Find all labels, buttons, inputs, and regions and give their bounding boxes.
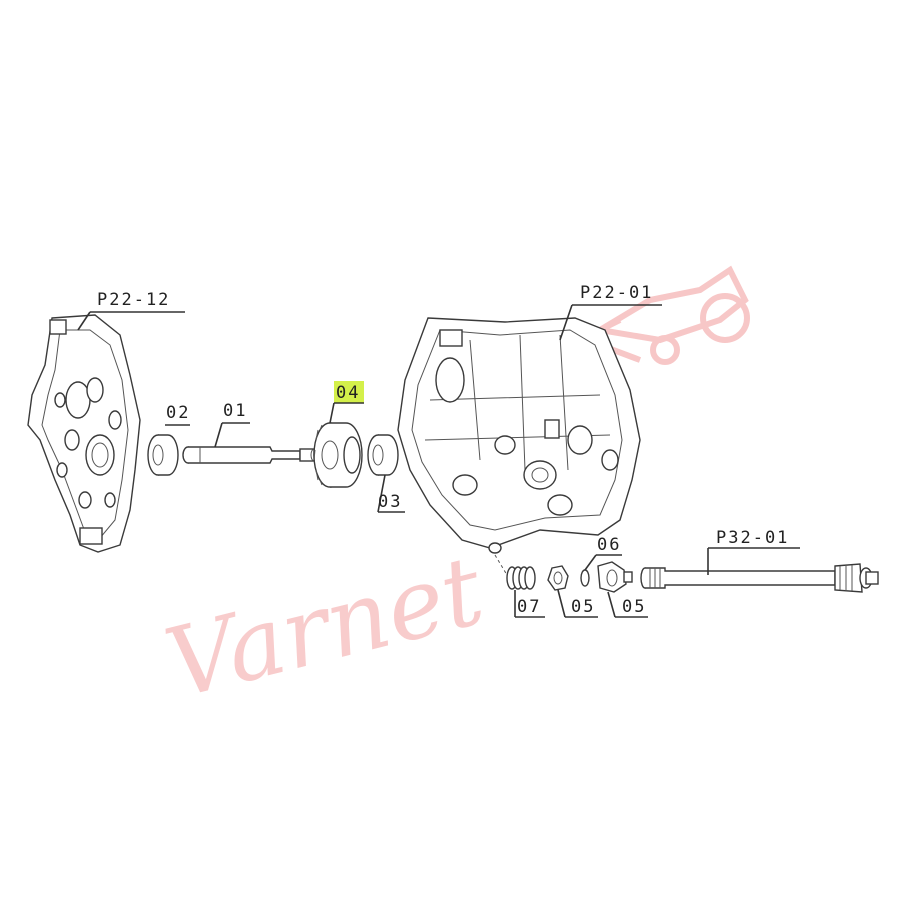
label-01[interactable]: 01 bbox=[223, 401, 247, 421]
label-04[interactable]: 04 bbox=[336, 383, 360, 403]
label-05-a[interactable]: 05 bbox=[571, 597, 595, 617]
leader-05-b-tail bbox=[607, 591, 616, 618]
label-05-b[interactable]: 05 bbox=[622, 597, 646, 617]
highlight-04 bbox=[334, 381, 364, 403]
label-06[interactable]: 06 bbox=[597, 535, 621, 555]
gear-04[interactable] bbox=[313, 422, 363, 488]
label-p32-01[interactable]: P32-01 bbox=[716, 528, 789, 548]
cover-plate-p22-12[interactable] bbox=[27, 314, 141, 553]
leader-01-tail bbox=[214, 422, 223, 448]
label-p22-12[interactable]: P22-12 bbox=[97, 290, 170, 310]
housing-p22-01[interactable] bbox=[397, 317, 641, 554]
oring-06[interactable] bbox=[580, 569, 590, 587]
leader-04-tail bbox=[329, 402, 335, 424]
shaft-p32-01[interactable] bbox=[640, 563, 879, 593]
leader-p22-01-tail bbox=[559, 304, 573, 341]
label-03[interactable]: 03 bbox=[378, 492, 402, 512]
tractor-logo-icon bbox=[558, 265, 750, 365]
spring-07[interactable] bbox=[506, 566, 536, 590]
fork-05-a[interactable] bbox=[547, 565, 569, 591]
label-07[interactable]: 07 bbox=[517, 597, 541, 617]
shaft-01[interactable] bbox=[182, 446, 318, 464]
bearing-02[interactable] bbox=[147, 434, 179, 476]
leader-05-a-tail bbox=[557, 589, 566, 618]
leader-p22-12-tail bbox=[77, 311, 91, 331]
bearing-03[interactable] bbox=[367, 434, 399, 476]
leader-06-tail bbox=[584, 554, 597, 571]
label-02[interactable]: 02 bbox=[166, 403, 190, 423]
label-p22-01[interactable]: P22-01 bbox=[580, 283, 653, 303]
leader-03-tail bbox=[377, 474, 386, 513]
fork-05-b[interactable] bbox=[597, 561, 633, 593]
watermark-text: Varnet bbox=[155, 534, 494, 720]
